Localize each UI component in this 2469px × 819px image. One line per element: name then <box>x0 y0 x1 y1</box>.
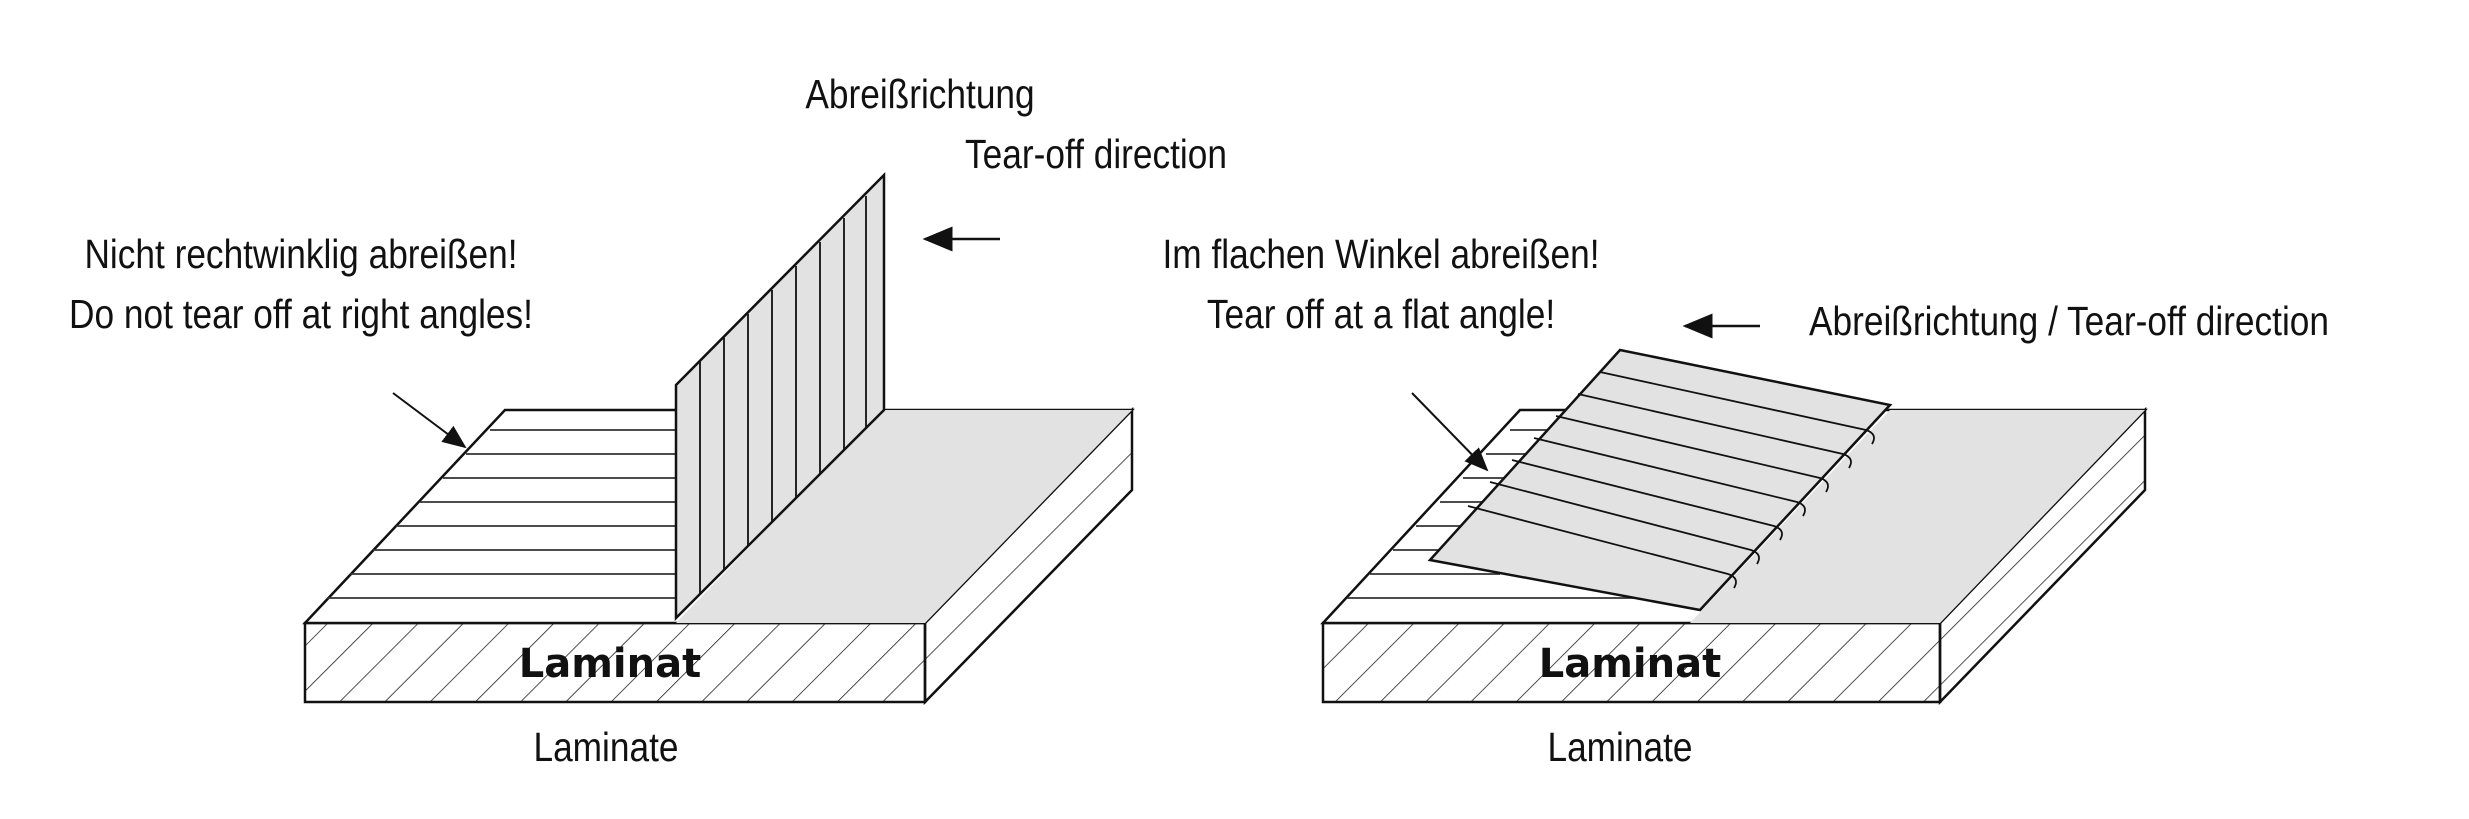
right-material-label-en: Laminate <box>1547 724 1693 770</box>
left-direction-label-en: Tear-off direction <box>965 131 1227 177</box>
left-surface-lines <box>327 429 676 599</box>
left-material-label-de: Laminat <box>519 641 701 687</box>
right-peeled-tape <box>1427 348 1893 612</box>
left-direction-label-de: Abreißrichtung <box>805 71 1035 117</box>
left-figure: Laminat <box>302 171 1135 706</box>
left-material-label-en: Laminate <box>533 724 679 770</box>
left-peeled-tape <box>674 171 886 622</box>
right-pointer-arrow <box>1411 392 1489 472</box>
right-remaining-film <box>1690 410 2145 623</box>
right-instruction-label-de: Im flachen Winkel abreißen! <box>1162 231 1600 277</box>
left-warning-label-en: Do not tear off at right angles! <box>69 291 533 337</box>
right-instruction-label-en: Tear off at a flat angle! <box>1206 291 1556 337</box>
left-pointer-arrow <box>392 392 467 449</box>
right-material-label-de: Laminat <box>1539 641 1721 687</box>
left-remaining-film <box>676 410 1132 623</box>
right-figure: Laminat <box>1320 313 2148 706</box>
right-direction-label: Abreißrichtung / Tear-off direction <box>1808 298 2330 344</box>
left-warning-label-de: Nicht rechtwinklig abreißen! <box>84 231 518 277</box>
